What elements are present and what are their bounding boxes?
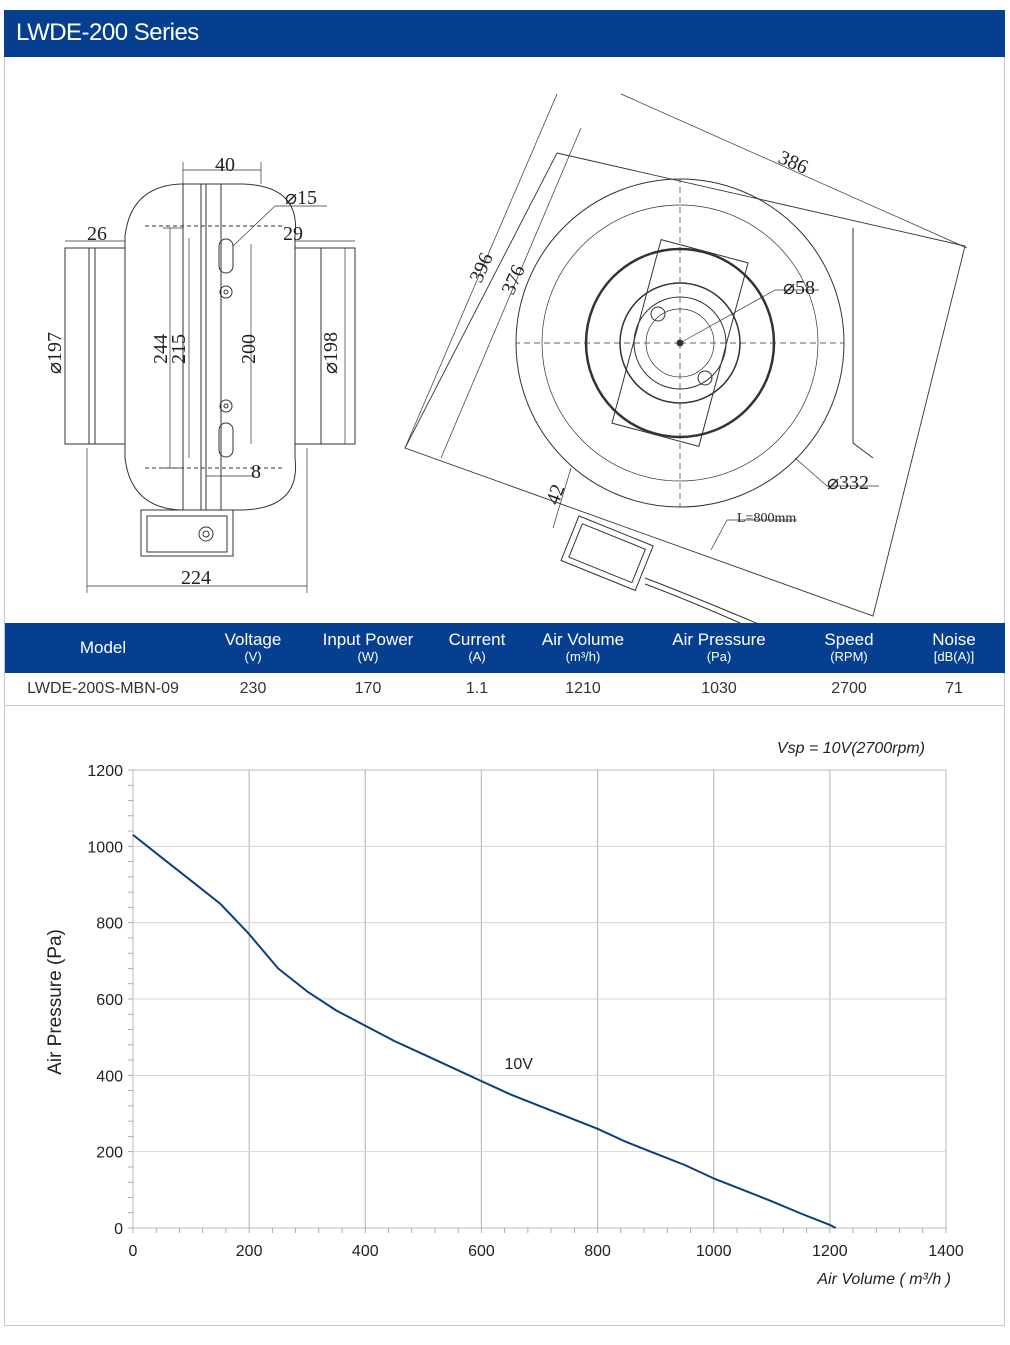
x-tick-label: 600 [468,1243,495,1260]
col-current: Current(A) [431,623,523,673]
chart-svg: 0 200 400 600 800 1000 1200 1400 0 200 400 600 800 10… [45,740,964,1288]
technical-drawing: 40 ⌀15 26 29 ⌀197 244 215 200 ⌀198 8 224… [5,58,1005,637]
dim-224: 224 [181,567,211,589]
y-tick-label: 0 [114,1221,123,1238]
chart-annotation: Vsp = 10V(2700rpm) [777,740,925,757]
x-tick-label: 800 [584,1243,611,1260]
y-tick-label: 600 [96,992,123,1009]
series-label: 10V [504,1056,533,1073]
cell-air-volume: 1210 [523,673,643,706]
cell-model: LWDE-200S-MBN-09 [5,673,201,706]
col-noise: Noise[dB(A)] [903,623,1005,673]
page-title: LWDE-200 Series [16,19,199,46]
cell-input-power: 170 [305,673,431,706]
dim-42: 42 [542,481,570,507]
x-tick-label: 1400 [928,1243,964,1260]
cell-air-pressure: 1030 [643,673,795,706]
dim-386: 386 [775,146,811,178]
cell-voltage: 230 [201,673,305,706]
title-bar: LWDE-200 Series [4,10,1005,57]
y-axis-label: Air Pressure (Pa) [45,929,66,1075]
dim-40: 40 [215,154,235,176]
col-air-volume: Air Volume(m³/h) [523,623,643,673]
x-tick-label: 1000 [696,1243,732,1260]
dim-376: 376 [497,262,529,298]
dim-215: 215 [168,334,190,364]
col-input-power: Input Power(W) [305,623,431,673]
side-view-dimension-lines [64,162,355,593]
dim-26: 26 [87,223,107,245]
col-air-pressure: Air Pressure(Pa) [643,623,795,673]
col-voltage: Voltage(V) [201,623,305,673]
col-speed: Speed(RPM) [795,623,903,673]
x-tick-label: 400 [352,1243,379,1260]
front-view-outline [404,152,966,637]
x-axis-label: Air Volume ( m³/h ) [816,1271,951,1288]
table-row: LWDE-200S-MBN-09 230 170 1.1 1210 1030 2… [5,673,1005,706]
dim-332: ⌀332 [827,472,869,494]
cell-noise: 71 [903,673,1005,706]
spec-table-header: Model Voltage(V) Input Power(W) Current(… [5,623,1005,673]
dim-197: ⌀197 [44,332,66,374]
dim-29: 29 [283,223,303,245]
y-tick-label: 1200 [87,763,123,780]
side-view-outline [64,183,356,557]
cable-length: L=800mm [737,511,796,526]
dim-200: 200 [238,334,260,364]
dim-8: 8 [251,461,261,483]
dim-244: 244 [150,334,172,364]
series-line-10v [132,834,837,1229]
front-view-dimension-lines [404,93,968,551]
spec-table: Model Voltage(V) Input Power(W) Current(… [5,623,1005,706]
y-tick-label: 200 [96,1145,123,1162]
y-tick-label: 800 [96,916,123,933]
drawing-svg: 40 ⌀15 26 29 ⌀197 244 215 200 ⌀198 8 224… [44,93,968,637]
performance-chart: 0 200 400 600 800 1000 1200 1400 0 200 400 600 800 10… [5,706,1005,1326]
dim-396: 396 [465,250,497,286]
x-tick-label: 1200 [812,1243,848,1260]
dim-58: ⌀58 [783,277,815,299]
x-tick-label: 200 [236,1243,263,1260]
cell-speed: 2700 [795,673,903,706]
y-tick-label: 1000 [87,839,123,856]
dim-198: ⌀198 [320,332,342,374]
col-model: Model [5,623,201,673]
dim-hole-15: ⌀15 [285,187,317,209]
cell-current: 1.1 [431,673,523,706]
y-tick-label: 400 [96,1068,123,1085]
x-tick-label: 0 [129,1243,138,1260]
